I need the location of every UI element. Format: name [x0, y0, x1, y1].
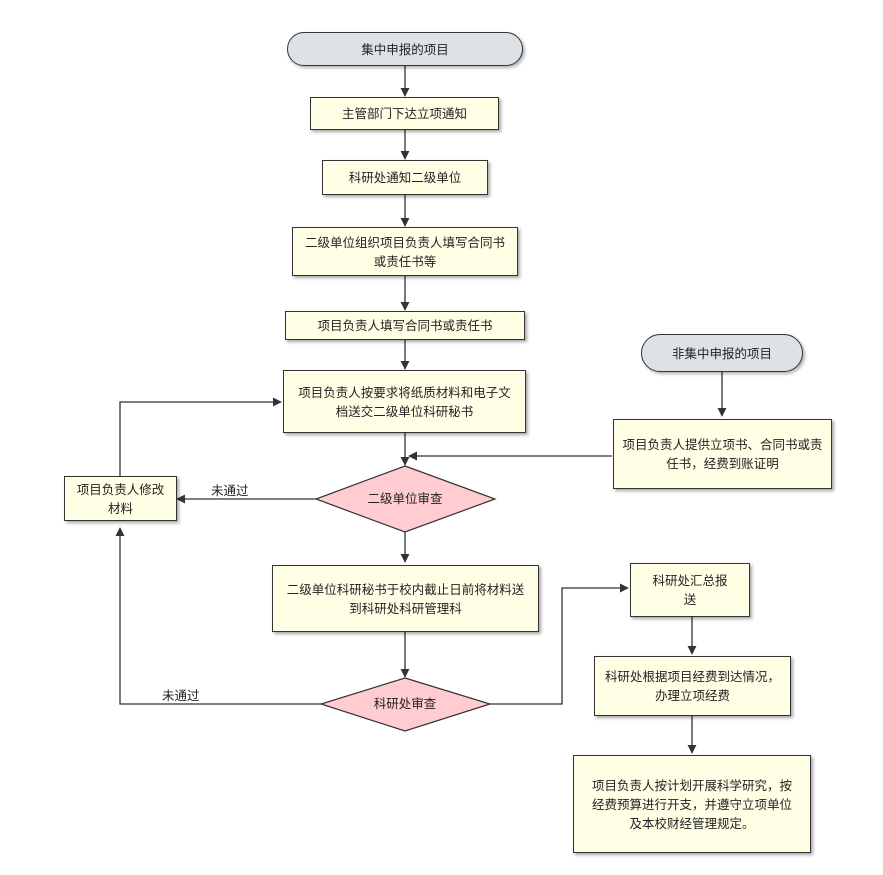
- dept-notice-label: 主管部门下达立项通知: [341, 106, 467, 121]
- leader-revise-label: 项目负责人修改材料: [76, 481, 165, 516]
- start-centralized-terminal: 集中申报的项目: [287, 32, 523, 66]
- research-notify-box: 科研处通知二级单位: [322, 160, 488, 195]
- dept-notice-box: 主管部门下达立项通知: [310, 97, 499, 130]
- research-notify-label: 科研处通知二级单位: [348, 170, 462, 185]
- research-summary-label: 科研处汇总报送: [652, 573, 728, 607]
- leader-submit-box: 项目负责人按要求将纸质材料和电子文档送交二级单位科研秘书: [283, 370, 526, 433]
- leader-revise-box: 项目负责人修改材料: [64, 476, 177, 521]
- secondary-review-label: 二级单位审查: [367, 491, 443, 506]
- arrow-fail2-to-revise: [115, 527, 321, 705]
- leader-execute-box: 项目负责人按计划开展科学研究，按经费预算进行开支，并遵守立项单位及本校财经管理规…: [573, 755, 811, 853]
- start-noncentral-terminal: 非集中申报的项目: [641, 334, 803, 372]
- start-noncentral-label: 非集中申报的项目: [671, 345, 772, 361]
- leader-fill-label: 项目负责人填写合同书或责任书: [317, 318, 493, 333]
- research-review-diamond: [319, 677, 493, 732]
- leader-submit-label: 项目负责人按要求将纸质材料和电子文档送交二级单位科研秘书: [298, 384, 511, 419]
- research-review-label: 科研处审查: [373, 696, 437, 711]
- leader-execute-label: 项目负责人按计划开展科学研究，按经费预算进行开支，并遵守立项单位及本校财经管理规…: [591, 777, 792, 831]
- edge-label-fail-2: 未通过: [162, 688, 200, 703]
- arrow-pass-to-summary: [490, 583, 629, 705]
- start-centralized-label: 集中申报的项目: [361, 41, 449, 57]
- research-handle-box: 科研处根据项目经费到达情况，办理立项经费: [594, 656, 791, 716]
- secondary-organize-label: 二级单位组织项目负责人填写合同书或责任书等: [304, 234, 505, 269]
- edge-label-fail-1: 未通过: [211, 483, 249, 498]
- secretary-send-label: 二级单位科研秘书于校内截止日前将材料送到科研处科研管理科: [286, 581, 525, 616]
- leader-fill-box: 项目负责人填写合同书或责任书: [285, 311, 525, 340]
- secondary-review-diamond: [314, 465, 497, 533]
- arrow-revise-to-submit: [119, 397, 282, 476]
- secretary-send-box: 二级单位科研秘书于校内截止日前将材料送到科研处科研管理科: [272, 565, 539, 632]
- secondary-organize-box: 二级单位组织项目负责人填写合同书或责任书等: [292, 227, 518, 276]
- research-summary-box: 科研处汇总报送: [630, 563, 750, 617]
- leader-provide-label: 项目负责人提供立项书、合同书或责任书，经费到账证明: [622, 437, 823, 471]
- leader-provide-box: 项目负责人提供立项书、合同书或责任书，经费到账证明: [613, 419, 832, 489]
- research-handle-label: 科研处根据项目经费到达情况，办理立项经费: [604, 669, 780, 703]
